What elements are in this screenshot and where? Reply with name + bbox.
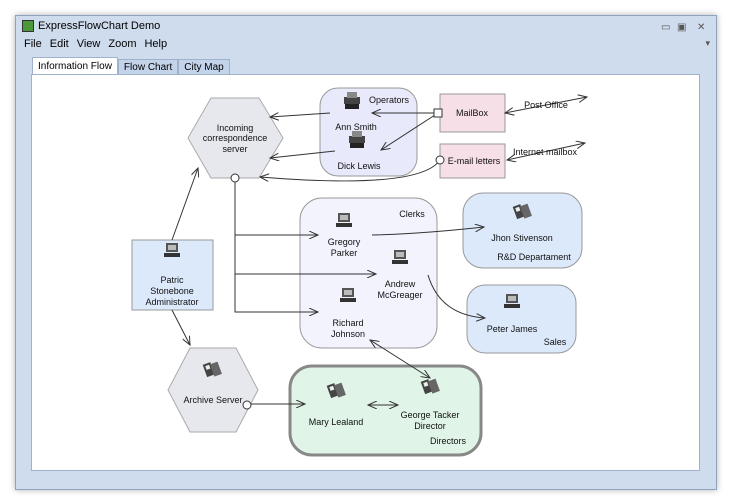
computer-icon [392, 250, 408, 264]
gregory-label-2: Parker [331, 248, 358, 258]
peter-james-label: Peter James [487, 324, 538, 334]
computer-icon [504, 294, 520, 308]
menu-help[interactable]: Help [144, 38, 168, 50]
menu-zoom[interactable]: Zoom [108, 38, 137, 50]
minimize-button[interactable]: ▭ [661, 22, 671, 33]
incoming-port[interactable] [230, 173, 240, 183]
maximize-button[interactable]: ▣ [677, 22, 687, 33]
sales-group[interactable] [466, 284, 577, 354]
andrew-label-2: McGreager [377, 290, 422, 300]
rnd-group[interactable] [462, 192, 583, 269]
richard-label-2: Johnson [331, 329, 365, 339]
email-port[interactable] [435, 155, 445, 165]
post-office-label: Post Office [524, 100, 568, 110]
archive-server-node[interactable] [167, 347, 259, 433]
archive-server-label: Archive Server [183, 395, 242, 405]
george-title-label: Director [414, 421, 446, 431]
menu-file[interactable]: File [24, 38, 42, 50]
menu-overflow-icon[interactable]: ▾ [705, 38, 710, 48]
mary-lealand-label: Mary Lealand [309, 417, 364, 427]
gregory-label-1: Gregory [328, 237, 361, 247]
ann-smith-label: Ann Smith [335, 122, 377, 132]
mailbox-port[interactable] [433, 108, 443, 118]
dick-lewis-label: Dick Lewis [337, 161, 381, 171]
mailbox-label: MailBox [456, 108, 489, 118]
incoming-label-1: Incoming [217, 123, 254, 133]
tab-city-map[interactable]: City Map [178, 59, 230, 77]
clerks-group[interactable] [299, 197, 438, 349]
patric-label-3: Administrator [145, 297, 198, 307]
computer-icon [336, 213, 352, 227]
richard-label-1: Richard [332, 318, 363, 328]
computer-icon [164, 243, 180, 257]
incoming-server-node[interactable] [187, 97, 284, 179]
jhon-stivenson-label: Jhon Stivenson [491, 233, 553, 243]
app-icon [22, 20, 34, 32]
window-title: ExpressFlowChart Demo [38, 20, 161, 32]
incoming-label-2: correspondence [203, 133, 268, 143]
close-button[interactable]: ✕ [697, 22, 706, 33]
email-letters-node[interactable] [439, 143, 506, 179]
clerks-label: Clerks [399, 209, 425, 219]
menu-edit[interactable]: Edit [49, 38, 69, 50]
operators-group[interactable] [319, 87, 418, 177]
title-bar: ExpressFlowChart Demo ▭ ▣ ✕ [16, 16, 716, 36]
directors-label: Directors [430, 436, 467, 446]
menu-view[interactable]: View [76, 38, 101, 50]
patric-label-2: Stonebone [150, 286, 194, 296]
computer-icon [340, 288, 356, 302]
rnd-label: R&D Departament [497, 252, 571, 262]
menu-bar: File Edit View Zoom Help [24, 38, 167, 50]
operators-label: Operators [369, 95, 410, 105]
internet-mailbox-label: Internet mailbox [513, 147, 578, 157]
patric-label-1: Patric [160, 275, 184, 285]
george-tacker-label: George Tacker [401, 410, 460, 420]
email-letters-label: E-mail letters [448, 156, 501, 166]
archive-port[interactable] [242, 400, 252, 410]
incoming-label-3: server [222, 144, 247, 154]
andrew-label-1: Andrew [385, 279, 416, 289]
mailbox-node[interactable] [439, 93, 506, 133]
sales-label: Sales [544, 337, 567, 347]
